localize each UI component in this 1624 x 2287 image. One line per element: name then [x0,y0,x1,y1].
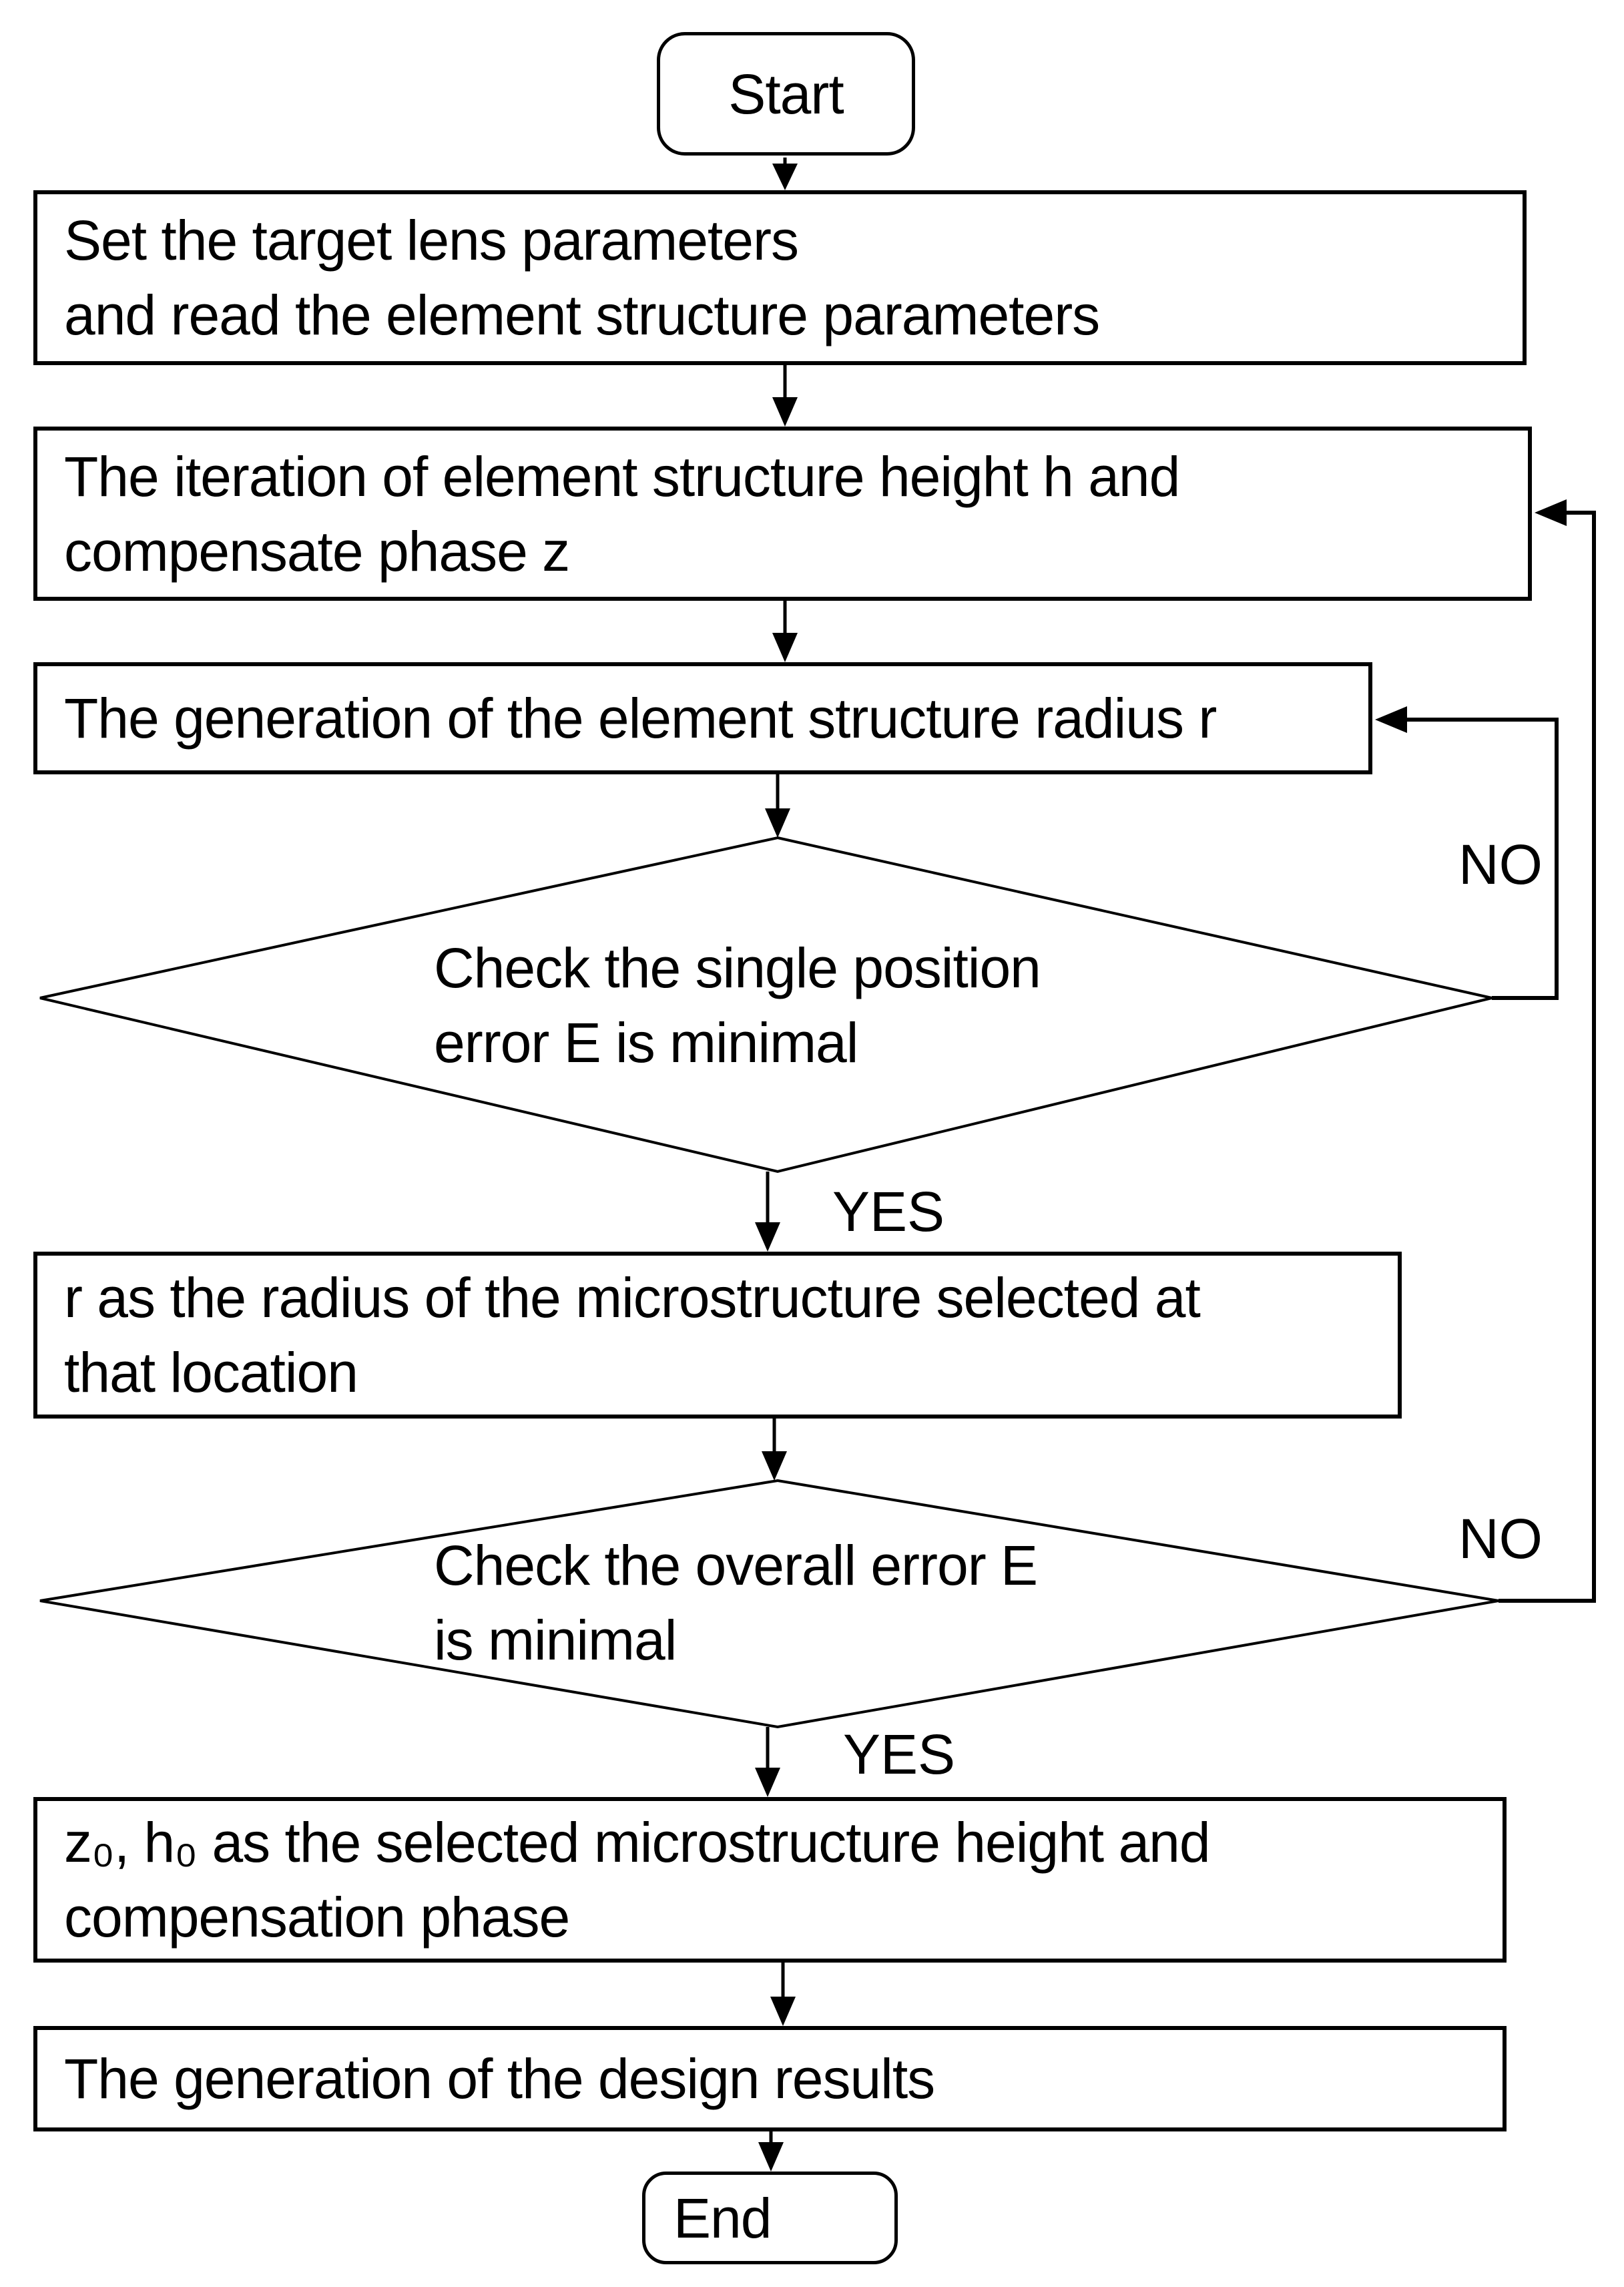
decision-single-position-diamond [39,836,1493,1174]
decision-text-line: is minimal [434,1609,677,1672]
arrow-iteration-to-radiusgen [772,601,798,662]
arrow-setparams-to-iteration [772,365,798,427]
arrow-radiusgen-to-check1 [765,774,790,838]
process-text-line: and read the element structure parameter… [64,284,1100,346]
arrow-check1-yes-to-radiussel [755,1172,780,1252]
yes-label-overall-error: YES [843,1723,956,1786]
process-selected-height: z₀, h₀ as the selected microstructure he… [33,1797,1507,1963]
arrow-check2-yes-to-height [755,1727,780,1797]
end-label: End [673,2186,772,2250]
no-loop-single-position [1375,706,1559,1000]
start-label: Start [728,62,844,125]
decision-text-line: Check the single position [434,937,1041,999]
process-text-line: that location [64,1341,358,1404]
arrow-start-to-setparams [772,158,798,190]
process-iteration: The iteration of element structure heigh… [33,427,1532,601]
process-radius-generation: The generation of the element structure … [33,662,1372,774]
process-text-line: Set the target lens parameters [64,209,799,272]
process-text-line: compensate phase z [64,519,570,583]
process-text-line: The generation of the design results [64,2047,935,2110]
arrow-results-to-end [758,2131,784,2172]
process-text-line: The generation of the element structure … [64,687,1217,750]
process-radius-selected: r as the radius of the microstructure se… [33,1252,1402,1419]
process-text-line: r as the radius of the microstructure se… [64,1266,1201,1329]
decision-text-line: error E is minimal [434,1011,858,1074]
decision-single-position-text: Check the single position error E is min… [434,931,1041,1080]
process-design-results: The generation of the design results [33,2026,1507,2131]
process-text-line: The iteration of element structure heigh… [64,445,1180,508]
no-label-single-position: NO [1458,833,1543,896]
end-node: End [642,2172,898,2264]
process-text-line: compensation phase [64,1886,570,1949]
start-node: Start [657,32,915,156]
decision-overall-error-text: Check the overall error E is minimal [434,1528,1038,1678]
arrow-radiussel-to-check2 [762,1419,787,1481]
decision-text-line: Check the overall error E [434,1534,1038,1597]
decision-overall-error-diamond [39,1479,1499,1729]
yes-label-single-position: YES [832,1180,945,1243]
no-loop-overall-error [1499,499,1596,1603]
arrow-height-to-results [770,1963,796,2026]
process-set-parameters: Set the target lens parameters and read … [33,190,1527,365]
no-label-overall-error: NO [1458,1507,1543,1570]
process-text-line: z₀, h₀ as the selected microstructure he… [64,1811,1211,1874]
